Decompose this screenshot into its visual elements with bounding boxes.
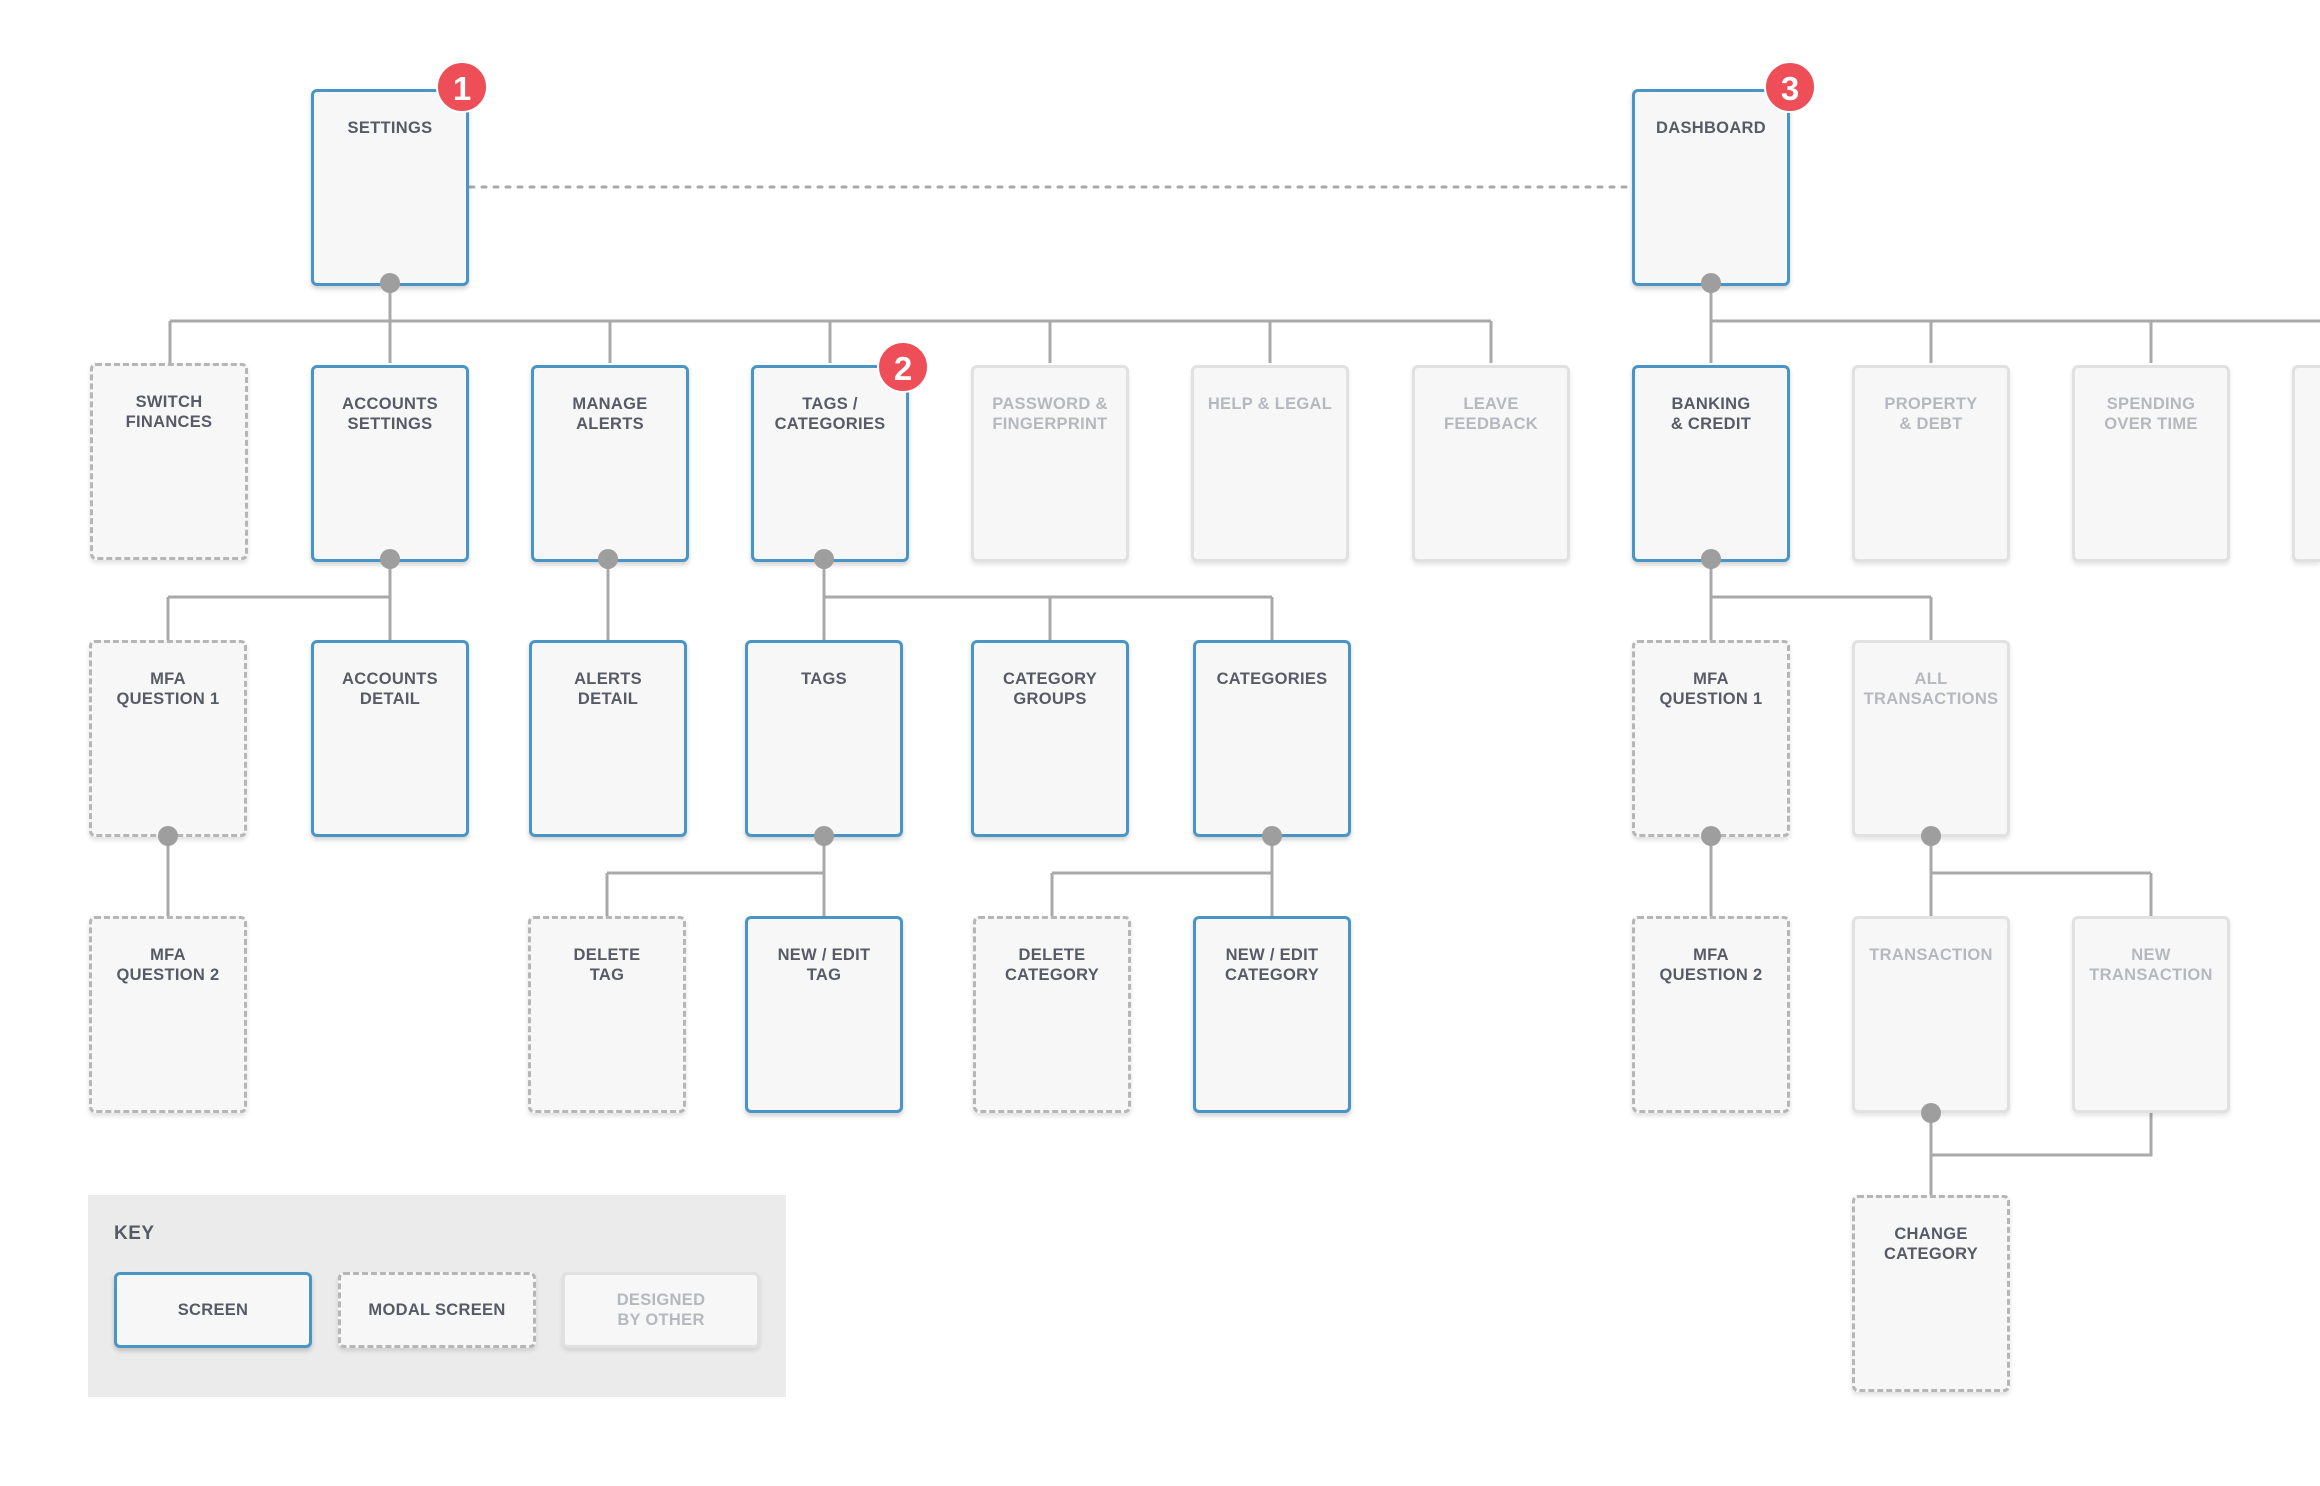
node-help-legal[interactable]: HELP & LEGAL — [1191, 365, 1349, 562]
connector-dot — [598, 549, 618, 569]
node-accounts-detail[interactable]: ACCOUNTS DETAIL — [311, 640, 469, 837]
legend-modal-screen: MODAL SCREEN — [338, 1272, 536, 1348]
node-dashboard[interactable]: DASHBOARD — [1632, 89, 1790, 286]
node-category-groups[interactable]: CATEGORY GROUPS — [971, 640, 1129, 837]
connector-dot — [1921, 826, 1941, 846]
connector-categories-children — [1050, 836, 1274, 916]
connector-dot — [814, 549, 834, 569]
connector-accounts-settings-children — [166, 559, 392, 640]
node-mfa-question-1-settings[interactable]: MFA QUESTION 1 — [89, 640, 247, 837]
connector-tags-children — [605, 836, 826, 916]
node-leave-feedback[interactable]: LEAVE FEEDBACK — [1412, 365, 1570, 562]
step-badge-3: 3 — [1764, 61, 1816, 113]
connector-dot — [158, 826, 178, 846]
node-property-debt[interactable]: PROPERTY & DEBT — [1852, 365, 2010, 562]
node-accounts-settings[interactable]: ACCOUNTS SETTINGS — [311, 365, 469, 562]
connector-transaction-children — [1929, 1113, 2153, 1195]
connector-tags-categories-children — [822, 559, 1274, 640]
node-manage-alerts[interactable]: MANAGE ALERTS — [531, 365, 689, 562]
node-mfa-question-1-dashboard[interactable]: MFA QUESTION 1 — [1632, 640, 1790, 837]
connector-all-transactions-children — [1929, 836, 2153, 916]
node-delete-category[interactable]: DELETE CATEGORY — [973, 916, 1131, 1113]
step-badge-2: 2 — [877, 341, 929, 393]
node-tags[interactable]: TAGS — [745, 640, 903, 837]
connector-dot — [1921, 1103, 1941, 1123]
node-new-edit-category[interactable]: NEW / EDIT CATEGORY — [1193, 916, 1351, 1113]
node-transaction[interactable]: TRANSACTION — [1852, 916, 2010, 1113]
node-mfa-question-2-settings[interactable]: MFA QUESTION 2 — [89, 916, 247, 1113]
node-new-edit-tag[interactable]: NEW / EDIT TAG — [745, 916, 903, 1113]
node-delete-tag[interactable]: DELETE TAG — [528, 916, 686, 1113]
connector-dot — [1262, 826, 1282, 846]
connector-dot — [1701, 549, 1721, 569]
legend-screen: SCREEN — [114, 1272, 312, 1348]
step-badge-1: 1 — [436, 61, 488, 113]
connector-dot — [1701, 273, 1721, 293]
connector-dot — [814, 826, 834, 846]
connector-settings-children — [168, 283, 1493, 363]
node-switch-finances[interactable]: SWITCH FINANCES — [90, 363, 248, 560]
node-banking-credit[interactable]: BANKING & CREDIT — [1632, 365, 1790, 562]
legend-title: KEY — [114, 1223, 155, 1244]
node-mfa-question-2-dashboard[interactable]: MFA QUESTION 2 — [1632, 916, 1790, 1113]
connector-banking-credit-children — [1709, 559, 1933, 640]
node-tags-categories[interactable]: TAGS / CATEGORIES — [751, 365, 909, 562]
node-spending-over-time[interactable]: SPENDING OVER TIME — [2072, 365, 2230, 562]
node-new-transaction[interactable]: NEW TRANSACTION — [2072, 916, 2230, 1113]
node-all-transactions[interactable]: ALL TRANSACTIONS — [1852, 640, 2010, 837]
connector-dot — [380, 549, 400, 569]
node-categories[interactable]: CATEGORIES — [1193, 640, 1351, 837]
connector-dashboard-children — [1709, 283, 2320, 363]
node-settings[interactable]: SETTINGS — [311, 89, 469, 286]
connector-dot — [380, 273, 400, 293]
legend-designed-by-other: DESIGNED BY OTHER — [562, 1272, 760, 1348]
legend-key: KEY SCREEN MODAL SCREEN DESIGNED BY OTHE… — [88, 1195, 786, 1397]
node-alerts-detail[interactable]: ALERTS DETAIL — [529, 640, 687, 837]
node-partial-offscreen[interactable] — [2292, 365, 2320, 562]
node-password-fingerprint[interactable]: PASSWORD & FINGERPRINT — [971, 365, 1129, 562]
node-change-category[interactable]: CHANGE CATEGORY — [1852, 1195, 2010, 1392]
connector-dot — [1701, 826, 1721, 846]
